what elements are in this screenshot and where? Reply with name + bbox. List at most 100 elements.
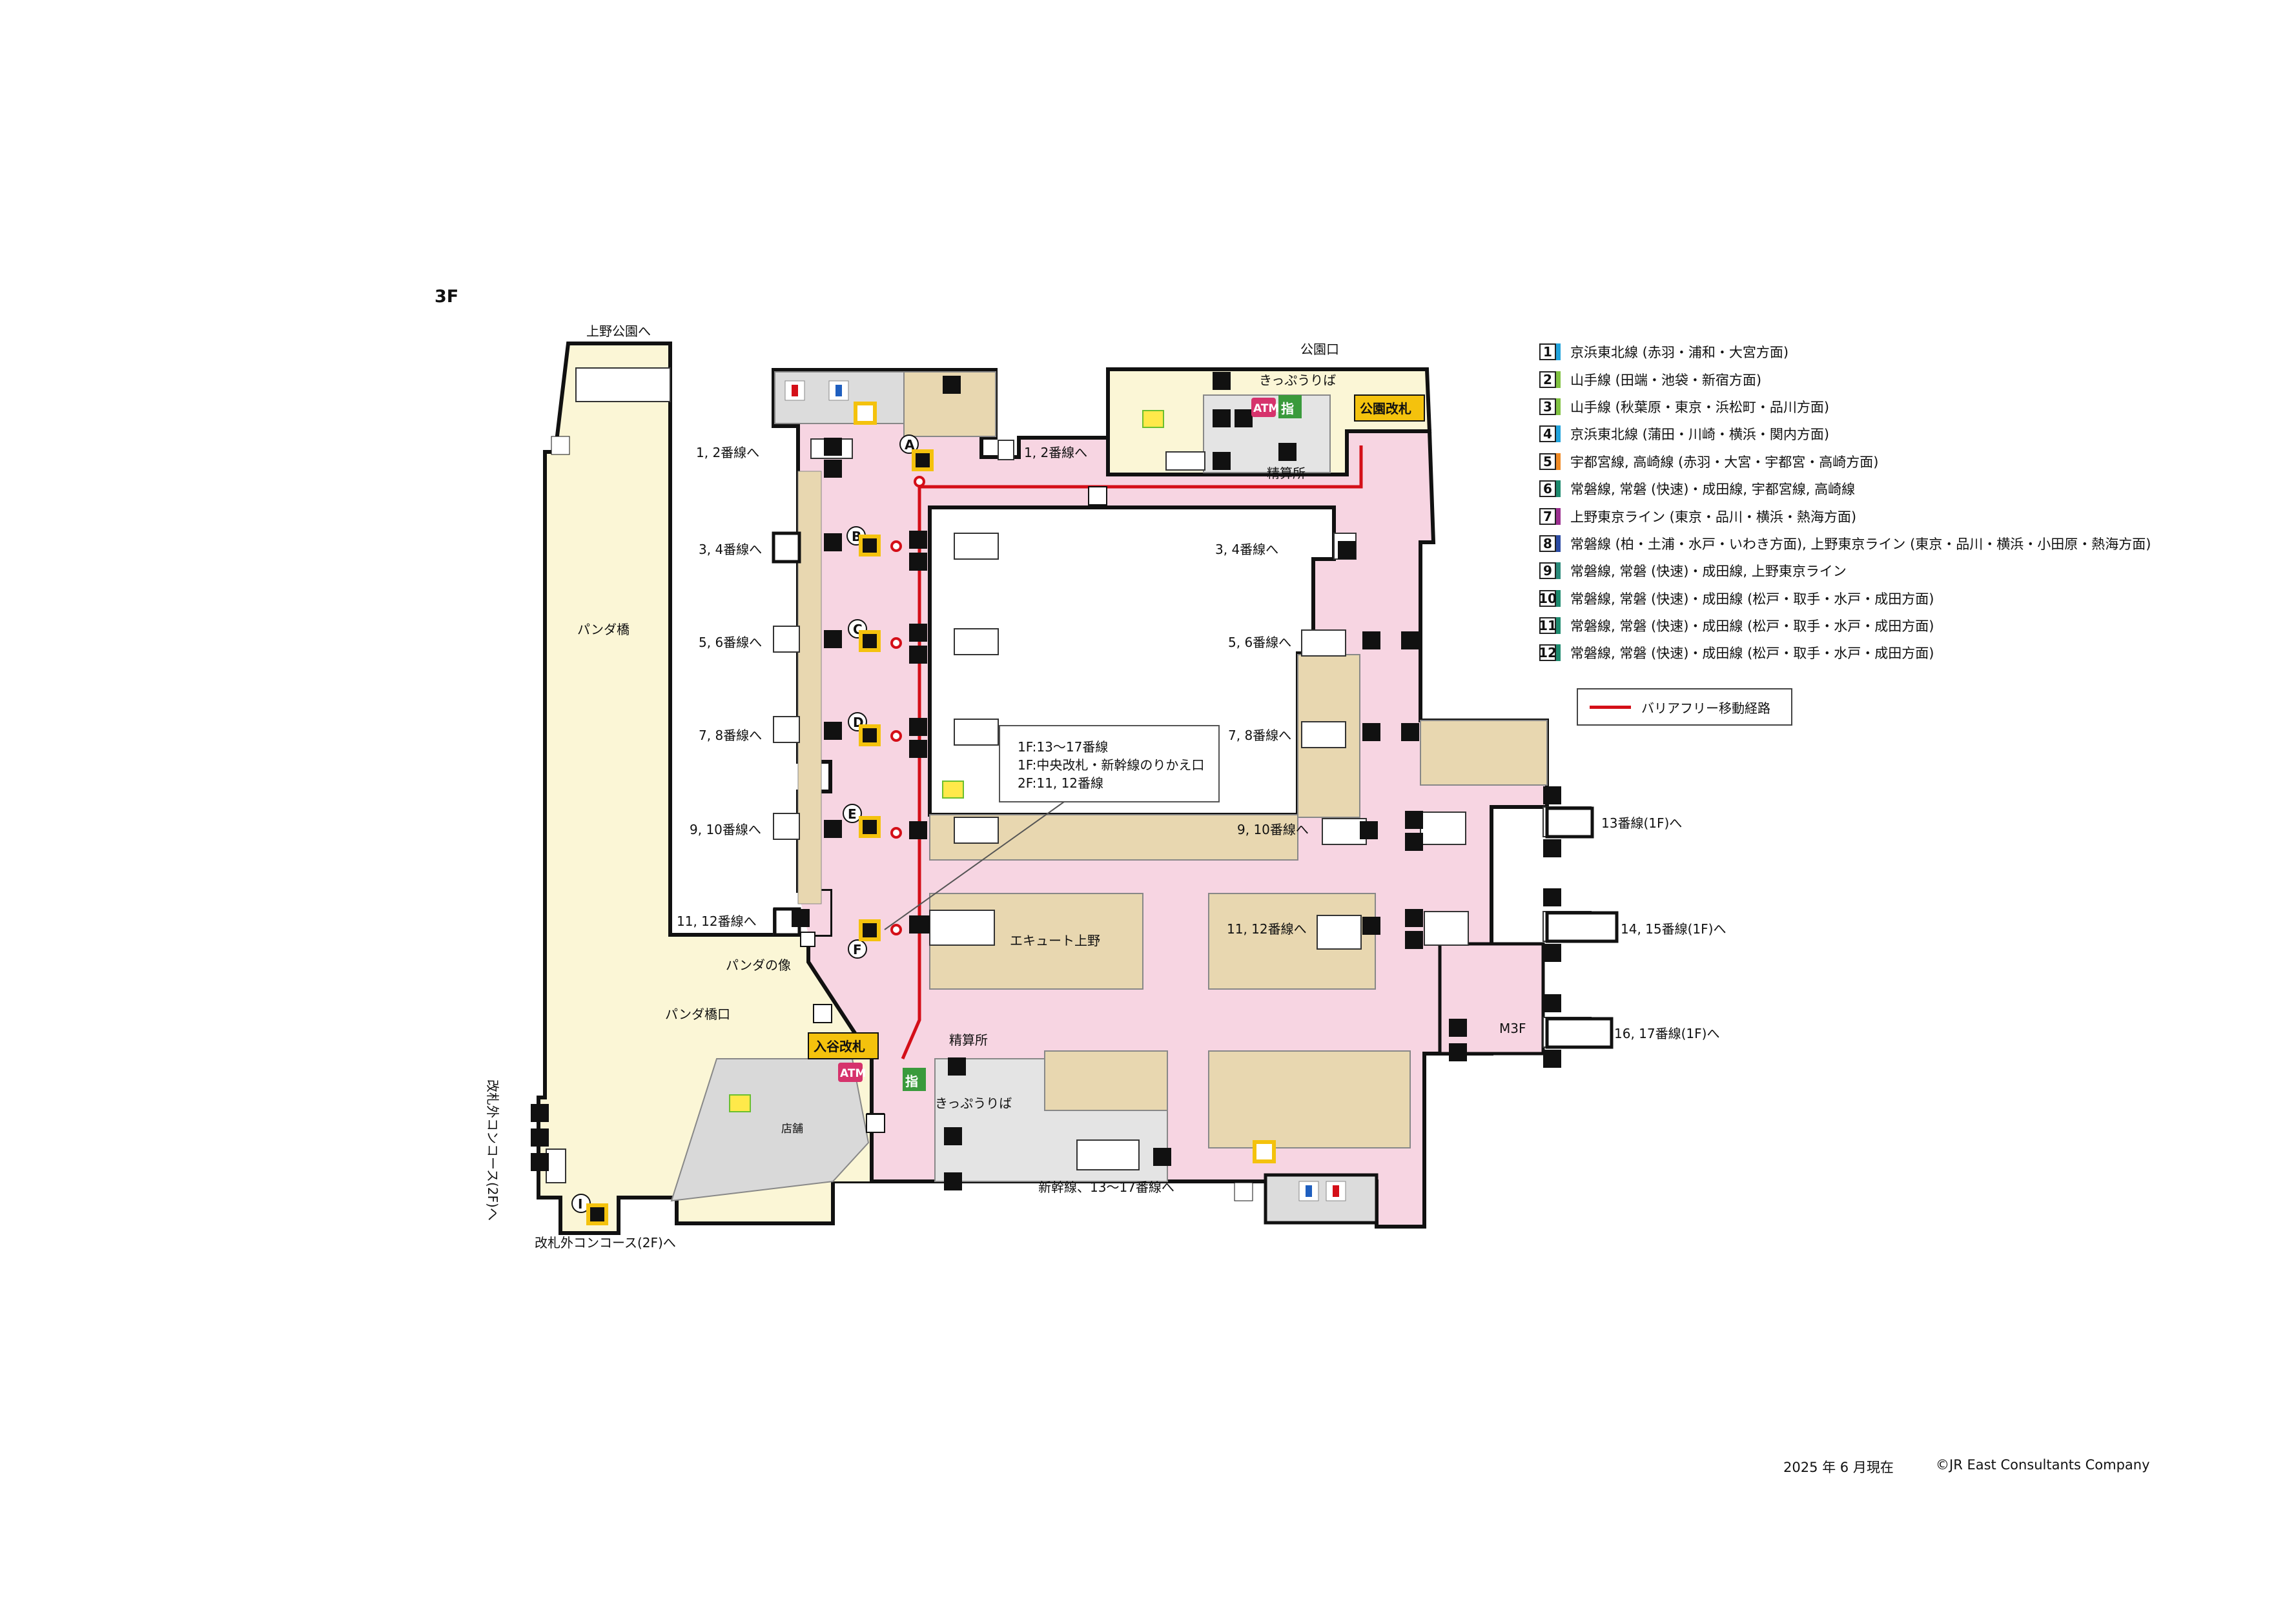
park-gate-sign	[1354, 394, 1425, 422]
tracks-1112-right-label: 11, 12番線へ	[1227, 921, 1307, 937]
legend-track-number: 4	[1539, 425, 1561, 443]
tracks-78-right-label: 7, 8番線へ	[1228, 728, 1291, 743]
iriya-gate-text: 入谷改札	[814, 1039, 865, 1054]
shop-bottom-right	[1208, 1050, 1411, 1148]
legend-row: 12 常磐線, 常磐 (快速)・成田線 (松戸・取手・水戸・成田方面)	[1539, 639, 2151, 666]
tracks-12-left-label: 1, 2番線へ	[696, 445, 759, 460]
legend-track-number: 12	[1539, 644, 1561, 662]
tracks-1112-left-label: 11, 12番線へ	[677, 914, 757, 929]
ecute-label: エキュート上野	[1010, 933, 1100, 948]
legend-line-color	[1556, 425, 1561, 443]
ticket-machine-icon	[813, 1004, 832, 1023]
elevator-icon	[859, 724, 881, 746]
legend-line-color	[1556, 398, 1561, 415]
reserved-sign	[903, 1068, 926, 1091]
footer-copyright: ©JR East Consultants Company	[1936, 1457, 2150, 1473]
legend-text: 常磐線, 常磐 (快速)・成田線 (松戸・取手・水戸・成田方面)	[1570, 591, 1934, 607]
panda-bridge-label: パンダ橋	[577, 622, 630, 637]
concourse-2f-vertical-label: 改札外コンコース(2F)へ	[485, 1079, 500, 1221]
legend-text: 常磐線, 常磐 (快速)・成田線 (松戸・取手・水戸・成田方面)	[1570, 646, 1934, 662]
m3f-area	[1438, 942, 1545, 1056]
legend-track-number: 2	[1539, 371, 1561, 388]
reserved-text-top: 指	[1281, 401, 1294, 416]
callout-line1: 1F:13〜17番線	[1018, 739, 1108, 755]
tracks-12-right-label: 1, 2番線へ	[1024, 445, 1087, 460]
legend-line-color	[1556, 453, 1561, 470]
legend-text: 京浜東北線 (蒲田・川崎・横浜・関内方面)	[1570, 427, 1830, 443]
newdays-icons	[729, 410, 1164, 1112]
panda-statue-label: パンダの像	[726, 957, 791, 973]
tracks-910-left-label: 9, 10番線へ	[690, 822, 761, 837]
fare-adjust-bottom-label: 精算所	[949, 1032, 988, 1048]
route-legend-swatch	[1590, 705, 1631, 709]
tracks-1617-label: 16, 17番線(1F)へ	[1614, 1026, 1719, 1041]
elevator-icon	[859, 816, 881, 838]
misc-icons	[800, 486, 1107, 1133]
ticket-office-top-label: きっぷうりば	[1259, 373, 1336, 388]
newdays-icon	[1142, 410, 1164, 428]
legend-line-color	[1556, 562, 1561, 580]
tracks-910-right-label: 9, 10番線へ	[1237, 822, 1309, 837]
newdays-icon	[942, 781, 964, 799]
callout-line2: 1F:中央改札・新幹線のりかえ口	[1018, 757, 1204, 773]
elevator-icon	[859, 630, 881, 652]
legend-row: 8 常磐線 (柏・土浦・水戸・いわき方面), 上野東京ライン (東京・品川・横浜・…	[1539, 530, 2151, 557]
elevator-icon	[859, 919, 881, 941]
legend-line-color	[1556, 617, 1561, 635]
wheelchair-icon	[1234, 1182, 1253, 1201]
atm-text-bottom: ATM	[840, 1067, 866, 1080]
legend-line-color	[1556, 589, 1561, 607]
legend-line-color	[1556, 507, 1561, 525]
elevator-icons	[586, 449, 934, 1225]
ueno-park-label: 上野公園へ	[586, 323, 651, 339]
legend-line-color	[1556, 480, 1561, 498]
legend-track-number: 9	[1539, 562, 1561, 580]
ticket-machine-icon	[1088, 486, 1107, 505]
tracks-34-right-label: 3, 4番線へ	[1215, 542, 1278, 557]
legend-row: 2 山手線 (田端・池袋・新宿方面)	[1539, 365, 2151, 393]
elevator-f-label: F	[853, 942, 862, 957]
m3f-label: M3F	[1499, 1021, 1526, 1036]
legend-track-number: 7	[1539, 507, 1561, 525]
legend-text: 宇都宮線, 高崎線 (赤羽・大宮・宇都宮・高崎方面)	[1570, 454, 1879, 470]
legend-track-number: 1	[1539, 343, 1561, 361]
tracks-78-left-label: 7, 8番線へ	[699, 728, 762, 743]
legend-text: 京浜東北線 (赤羽・浦和・大宮方面)	[1570, 345, 1789, 361]
shop-label: 店舗	[781, 1123, 803, 1136]
park-exit-label: 公園口	[1300, 342, 1339, 357]
legend-text: 常磐線, 常磐 (快速)・成田線, 上野東京ライン	[1570, 564, 1847, 580]
legend-text: 山手線 (田端・池袋・新宿方面)	[1570, 372, 1762, 388]
transfer-callout	[999, 725, 1220, 802]
atm-sign	[838, 1063, 863, 1082]
callout-leader	[884, 801, 1065, 930]
legend-track-number: 6	[1539, 480, 1561, 498]
shinkansen-label: 新幹線、13〜17番線へ	[1038, 1179, 1174, 1195]
legend-row: 9 常磐線, 常磐 (快速)・成田線, 上野東京ライン	[1539, 557, 2151, 584]
atm-sign	[1251, 398, 1276, 417]
legend-track-number: 11	[1539, 617, 1561, 635]
legend-row: 1 京浜東北線 (赤羽・浦和・大宮方面)	[1539, 338, 2151, 365]
legend-text: 常磐線 (柏・土浦・水戸・いわき方面), 上野東京ライン (東京・品川・横浜・小…	[1570, 536, 2151, 552]
elevator-icon	[859, 535, 881, 556]
wheelchair-icon	[551, 436, 570, 455]
legend-track-number: 5	[1539, 453, 1561, 470]
elevator-icon	[912, 449, 934, 471]
stair-down-icon	[800, 932, 815, 947]
legend-line-color	[1556, 371, 1561, 388]
ticket-office-bottom-label: きっぷうりば	[935, 1096, 1012, 1111]
legend-track-number: 8	[1539, 535, 1561, 552]
shop-left-col	[797, 471, 822, 904]
elevator-e-label: E	[848, 806, 857, 822]
legend-row: 5 宇都宮線, 高崎線 (赤羽・大宮・宇都宮・高崎方面)	[1539, 448, 2151, 475]
route-nodes	[890, 476, 925, 935]
route-legend-text: バリアフリー移動経路	[1641, 700, 1770, 716]
tracks-34-left-label: 3, 4番線へ	[699, 542, 762, 557]
elevator-i-label: I	[578, 1196, 582, 1212]
tracks-56-right-label: 5, 6番線へ	[1228, 635, 1291, 650]
